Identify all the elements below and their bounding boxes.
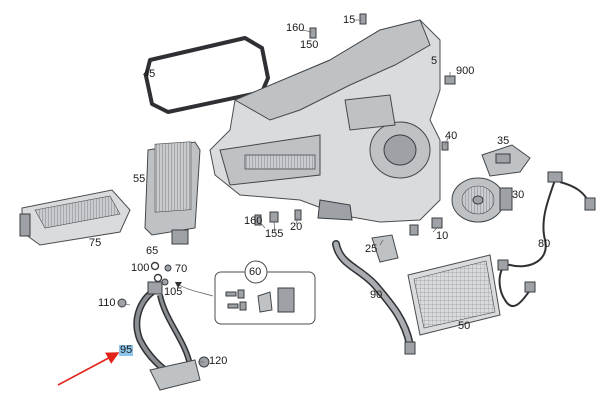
callout-95-highlighted: 95 bbox=[119, 344, 134, 356]
callout-40: 40 bbox=[445, 130, 458, 142]
callout-75: 75 bbox=[89, 237, 102, 249]
callout-5: 5 bbox=[431, 55, 438, 67]
callout-155: 155 bbox=[265, 228, 284, 240]
callout-150: 150 bbox=[300, 39, 319, 51]
heater-core bbox=[144, 141, 201, 245]
callout-55: 55 bbox=[133, 173, 146, 185]
fasteners bbox=[117, 13, 456, 368]
leader-lines bbox=[124, 19, 451, 363]
callout-160-top: 160 bbox=[286, 22, 305, 34]
callout-80: 80 bbox=[538, 238, 551, 250]
callout-100: 100 bbox=[131, 262, 150, 274]
blower-motor bbox=[451, 177, 513, 223]
callout-120: 120 bbox=[209, 355, 228, 367]
wiring-harness bbox=[497, 171, 596, 308]
cabin-filter bbox=[407, 254, 501, 336]
evaporator bbox=[19, 189, 131, 246]
callout-35: 35 bbox=[497, 135, 510, 147]
callout-900: 900 bbox=[456, 65, 475, 77]
callout-15: 15 bbox=[343, 14, 356, 26]
callout-25: 25 bbox=[365, 243, 378, 255]
detail-box-60 bbox=[174, 260, 316, 325]
callout-20: 20 bbox=[290, 221, 303, 233]
callout-45: 45 bbox=[143, 68, 156, 80]
callout-65: 65 bbox=[146, 245, 159, 257]
callout-arrow bbox=[57, 352, 120, 386]
refrigerant-line bbox=[133, 281, 201, 391]
callout-105: 105 bbox=[164, 286, 183, 298]
blower-regulator bbox=[481, 144, 531, 177]
temperature-sensor bbox=[371, 234, 399, 263]
callout-30: 30 bbox=[512, 189, 525, 201]
callout-60: 60 bbox=[249, 266, 262, 278]
hvac-housing bbox=[209, 19, 441, 223]
drain-hose bbox=[332, 240, 416, 355]
callout-110: 110 bbox=[98, 297, 116, 309]
callout-70: 70 bbox=[175, 263, 188, 275]
callout-90: 90 bbox=[370, 289, 383, 301]
callout-10: 10 bbox=[436, 230, 449, 242]
callout-50: 50 bbox=[458, 320, 471, 332]
callout-160-bottom: 160 bbox=[244, 215, 263, 227]
